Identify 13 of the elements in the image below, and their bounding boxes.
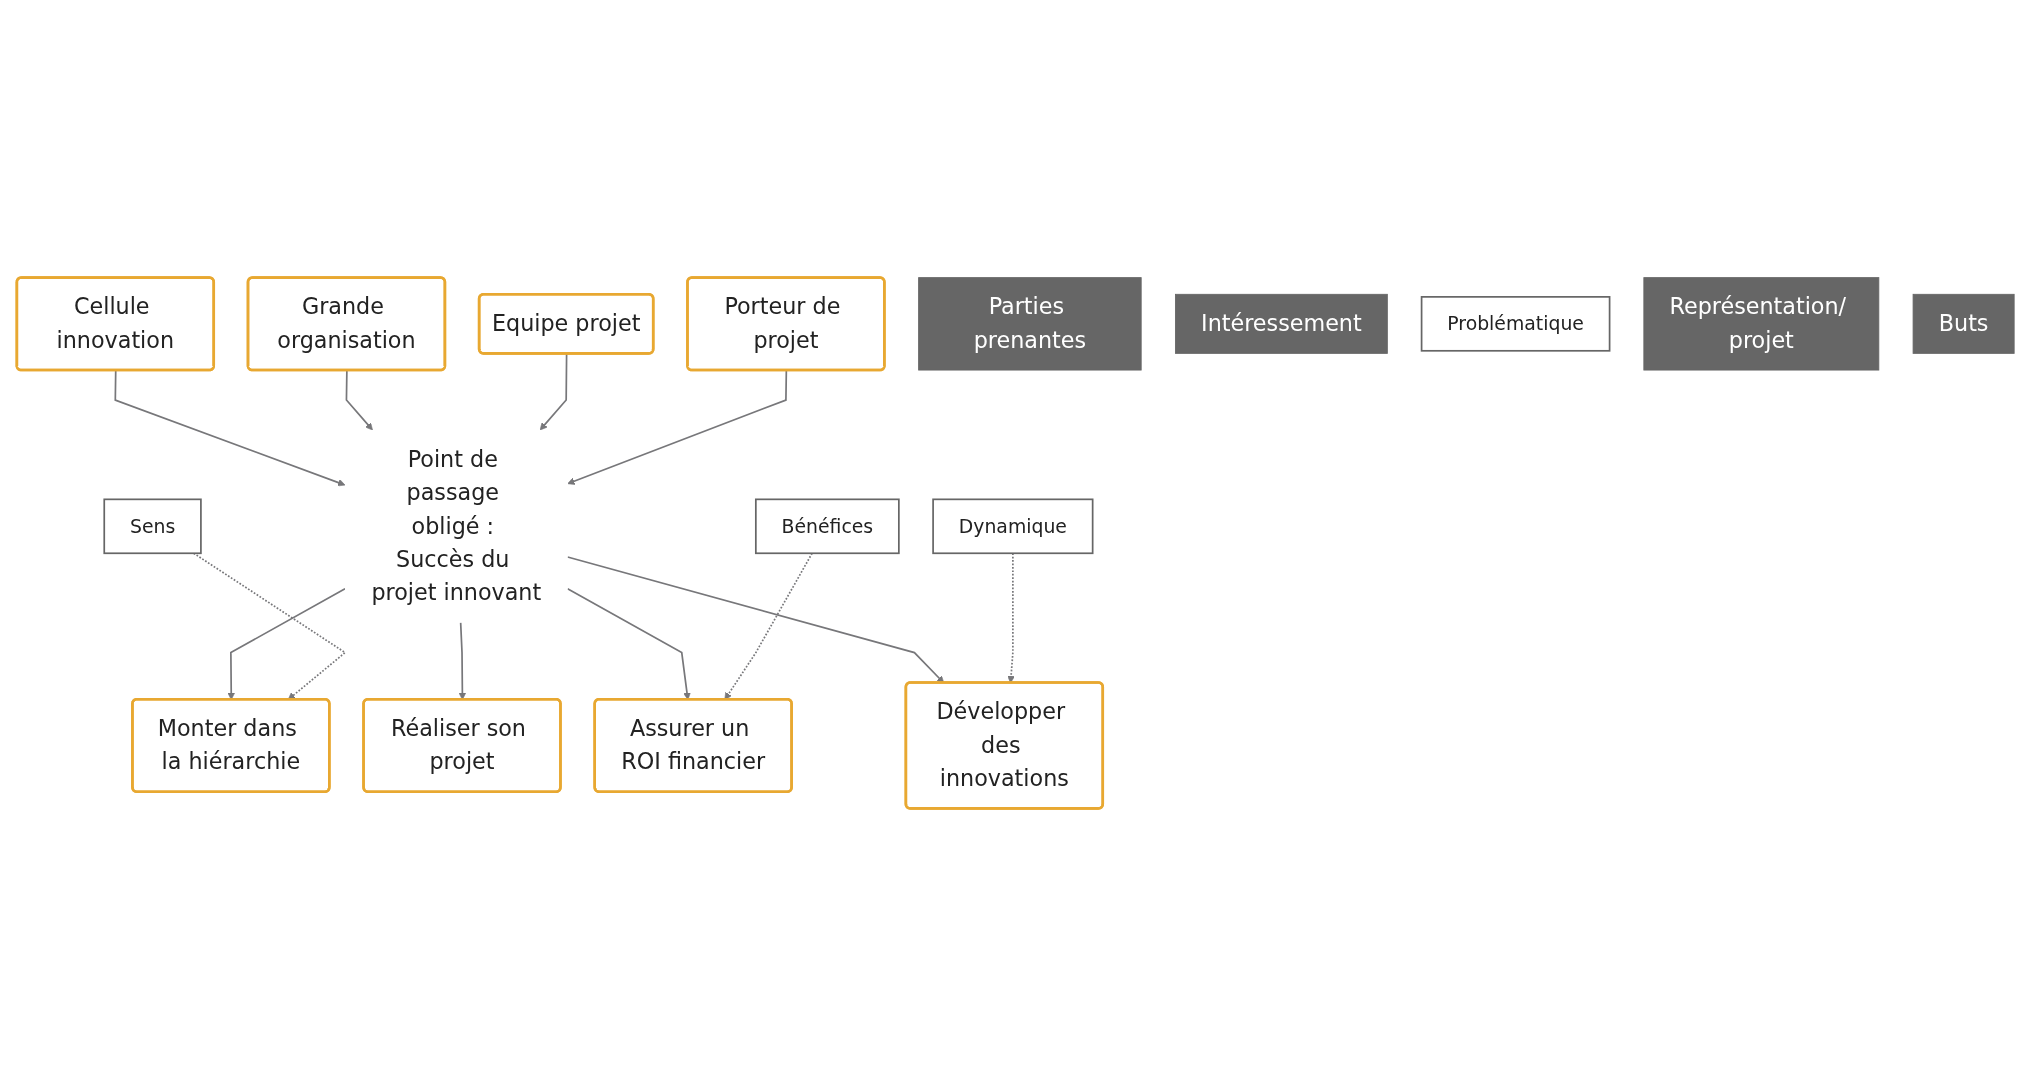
node-box: Sens bbox=[103, 498, 202, 555]
arrow bbox=[566, 587, 691, 700]
node-text: Point de passage obligé : Succès du projet innovant bbox=[371, 446, 542, 606]
arrow bbox=[724, 552, 813, 700]
arrow bbox=[458, 621, 467, 700]
node-box: Dynamique bbox=[932, 498, 1094, 555]
node-box: Représentation/ projet bbox=[1643, 277, 1880, 371]
node-box: Intéressement bbox=[1175, 293, 1388, 354]
arrow bbox=[227, 587, 346, 700]
node-box: Buts bbox=[1912, 293, 2015, 354]
node-box: Bénéfices bbox=[754, 498, 900, 555]
node-box: Problématique bbox=[1420, 296, 1611, 352]
node-box: Parties prenantes bbox=[918, 277, 1142, 371]
